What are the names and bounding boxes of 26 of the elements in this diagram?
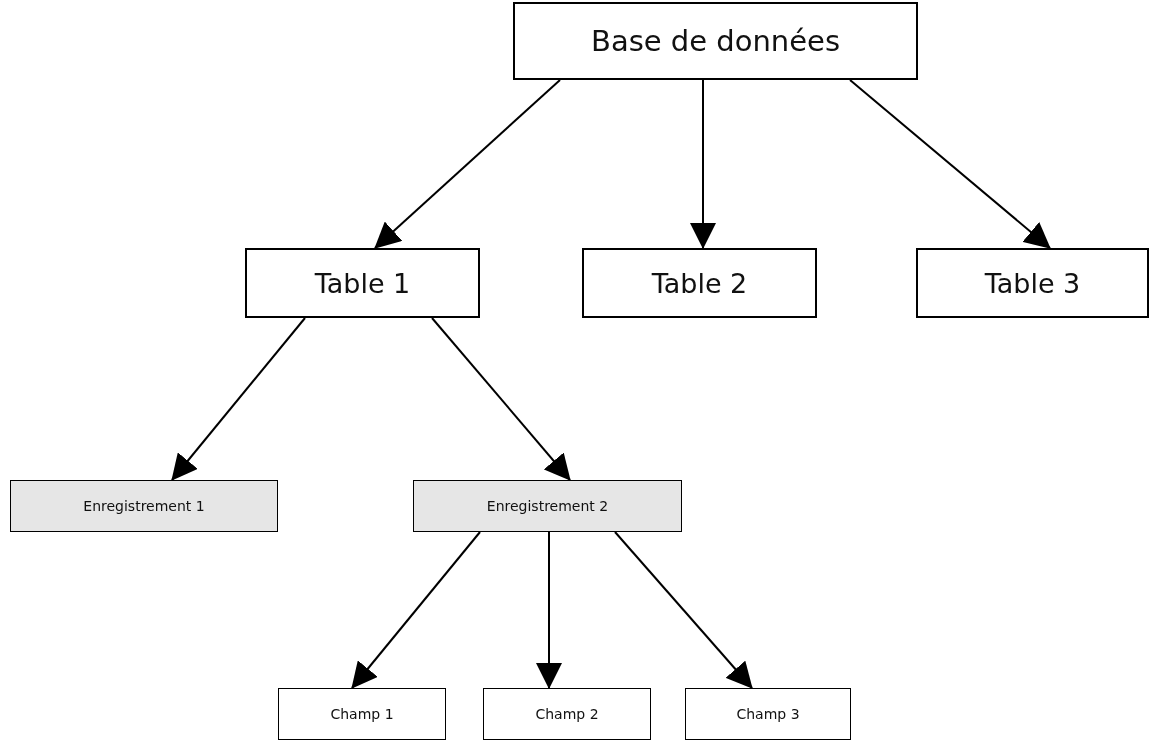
record-box	[10, 480, 278, 532]
field-box	[685, 688, 851, 740]
arrow	[614, 531, 753, 689]
node-label: Table 1	[314, 267, 411, 299]
table-box	[582, 248, 817, 318]
table-box	[916, 248, 1149, 318]
record-box	[413, 480, 682, 532]
node-label: Champ 1	[330, 706, 394, 722]
arrow	[351, 531, 481, 689]
field-box	[483, 688, 651, 740]
arrow	[431, 317, 571, 481]
table-box	[513, 2, 918, 80]
arrow	[374, 79, 561, 249]
node-label: Table 2	[651, 267, 748, 299]
node-label: Table 3	[984, 267, 1081, 299]
node-label: Enregistrement 1	[83, 498, 205, 514]
node-label: Champ 3	[736, 706, 800, 722]
arrow	[536, 531, 562, 689]
node-label: Champ 2	[535, 706, 599, 722]
arrow	[849, 79, 1051, 249]
table-box	[245, 248, 480, 318]
field-box	[278, 688, 446, 740]
arrow	[171, 317, 306, 481]
node-label: Enregistrement 2	[486, 498, 609, 514]
arrow	[690, 79, 716, 249]
node-label: Base de données	[591, 24, 840, 58]
